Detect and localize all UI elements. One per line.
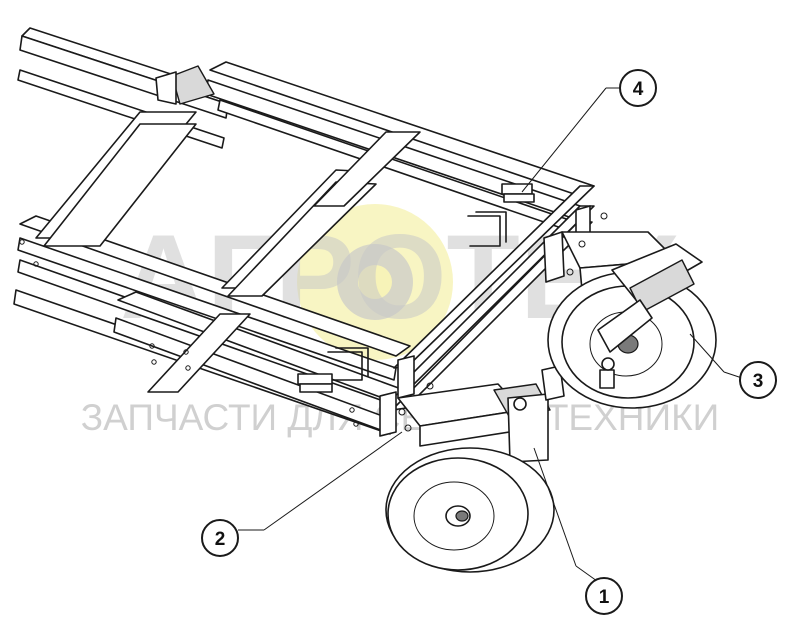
u-bolt-clamp-rear [467, 183, 535, 247]
right-wheel [547, 243, 717, 409]
callout-4: 4 [521, 69, 657, 193]
left-wheel-bracket [397, 365, 565, 463]
callout-4-label: 4 [633, 79, 644, 100]
frame [13, 27, 595, 437]
callout-3-label: 3 [753, 371, 764, 392]
callout-1-label: 1 [599, 587, 610, 608]
callout-3: 3 [689, 333, 777, 399]
callout-1: 1 [533, 447, 623, 615]
callout-2: 2 [201, 431, 403, 557]
frame-bolt-holes [19, 239, 359, 427]
left-wheel [385, 447, 555, 573]
u-bolt-clamp-front [297, 347, 369, 393]
callout-2-label: 2 [215, 529, 226, 550]
